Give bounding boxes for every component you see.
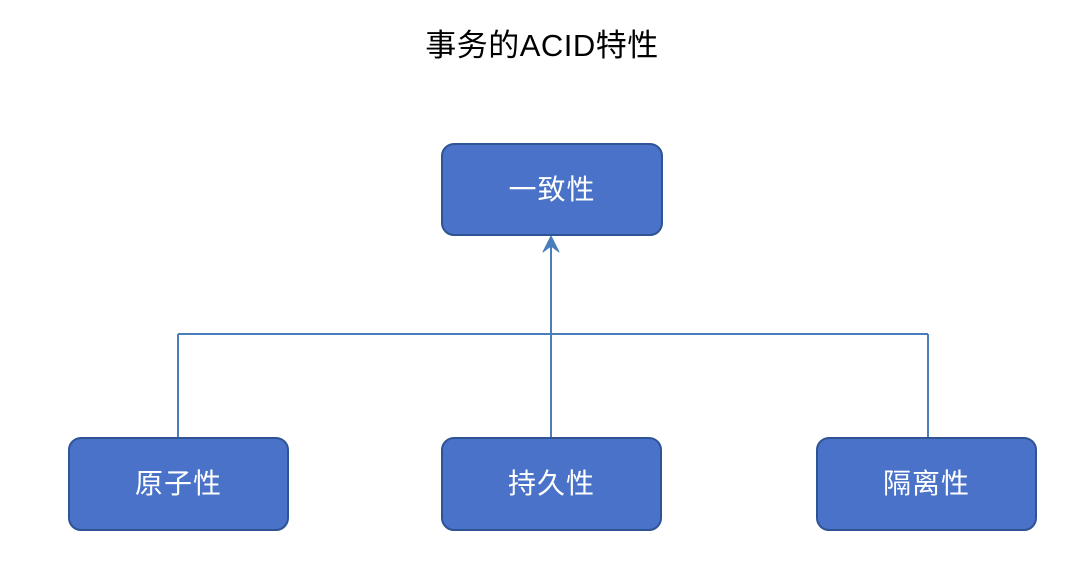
page-title-text: 事务的ACID特性 — [425, 28, 659, 63]
node-atomicity-label: 原子性 — [134, 468, 222, 499]
node-durability-label: 持久性 — [507, 468, 595, 499]
node-isolation-label: 隔离性 — [882, 468, 970, 499]
arrowhead-up-icon — [542, 235, 560, 253]
node-atomicity[interactable]: 原子性 — [68, 437, 289, 531]
page-title: 事务的ACID特性 — [0, 26, 1080, 66]
node-consistency[interactable]: 一致性 — [441, 143, 663, 236]
node-consistency-label: 一致性 — [508, 173, 596, 205]
node-isolation[interactable]: 隔离性 — [816, 437, 1037, 531]
node-durability[interactable]: 持久性 — [441, 437, 662, 531]
